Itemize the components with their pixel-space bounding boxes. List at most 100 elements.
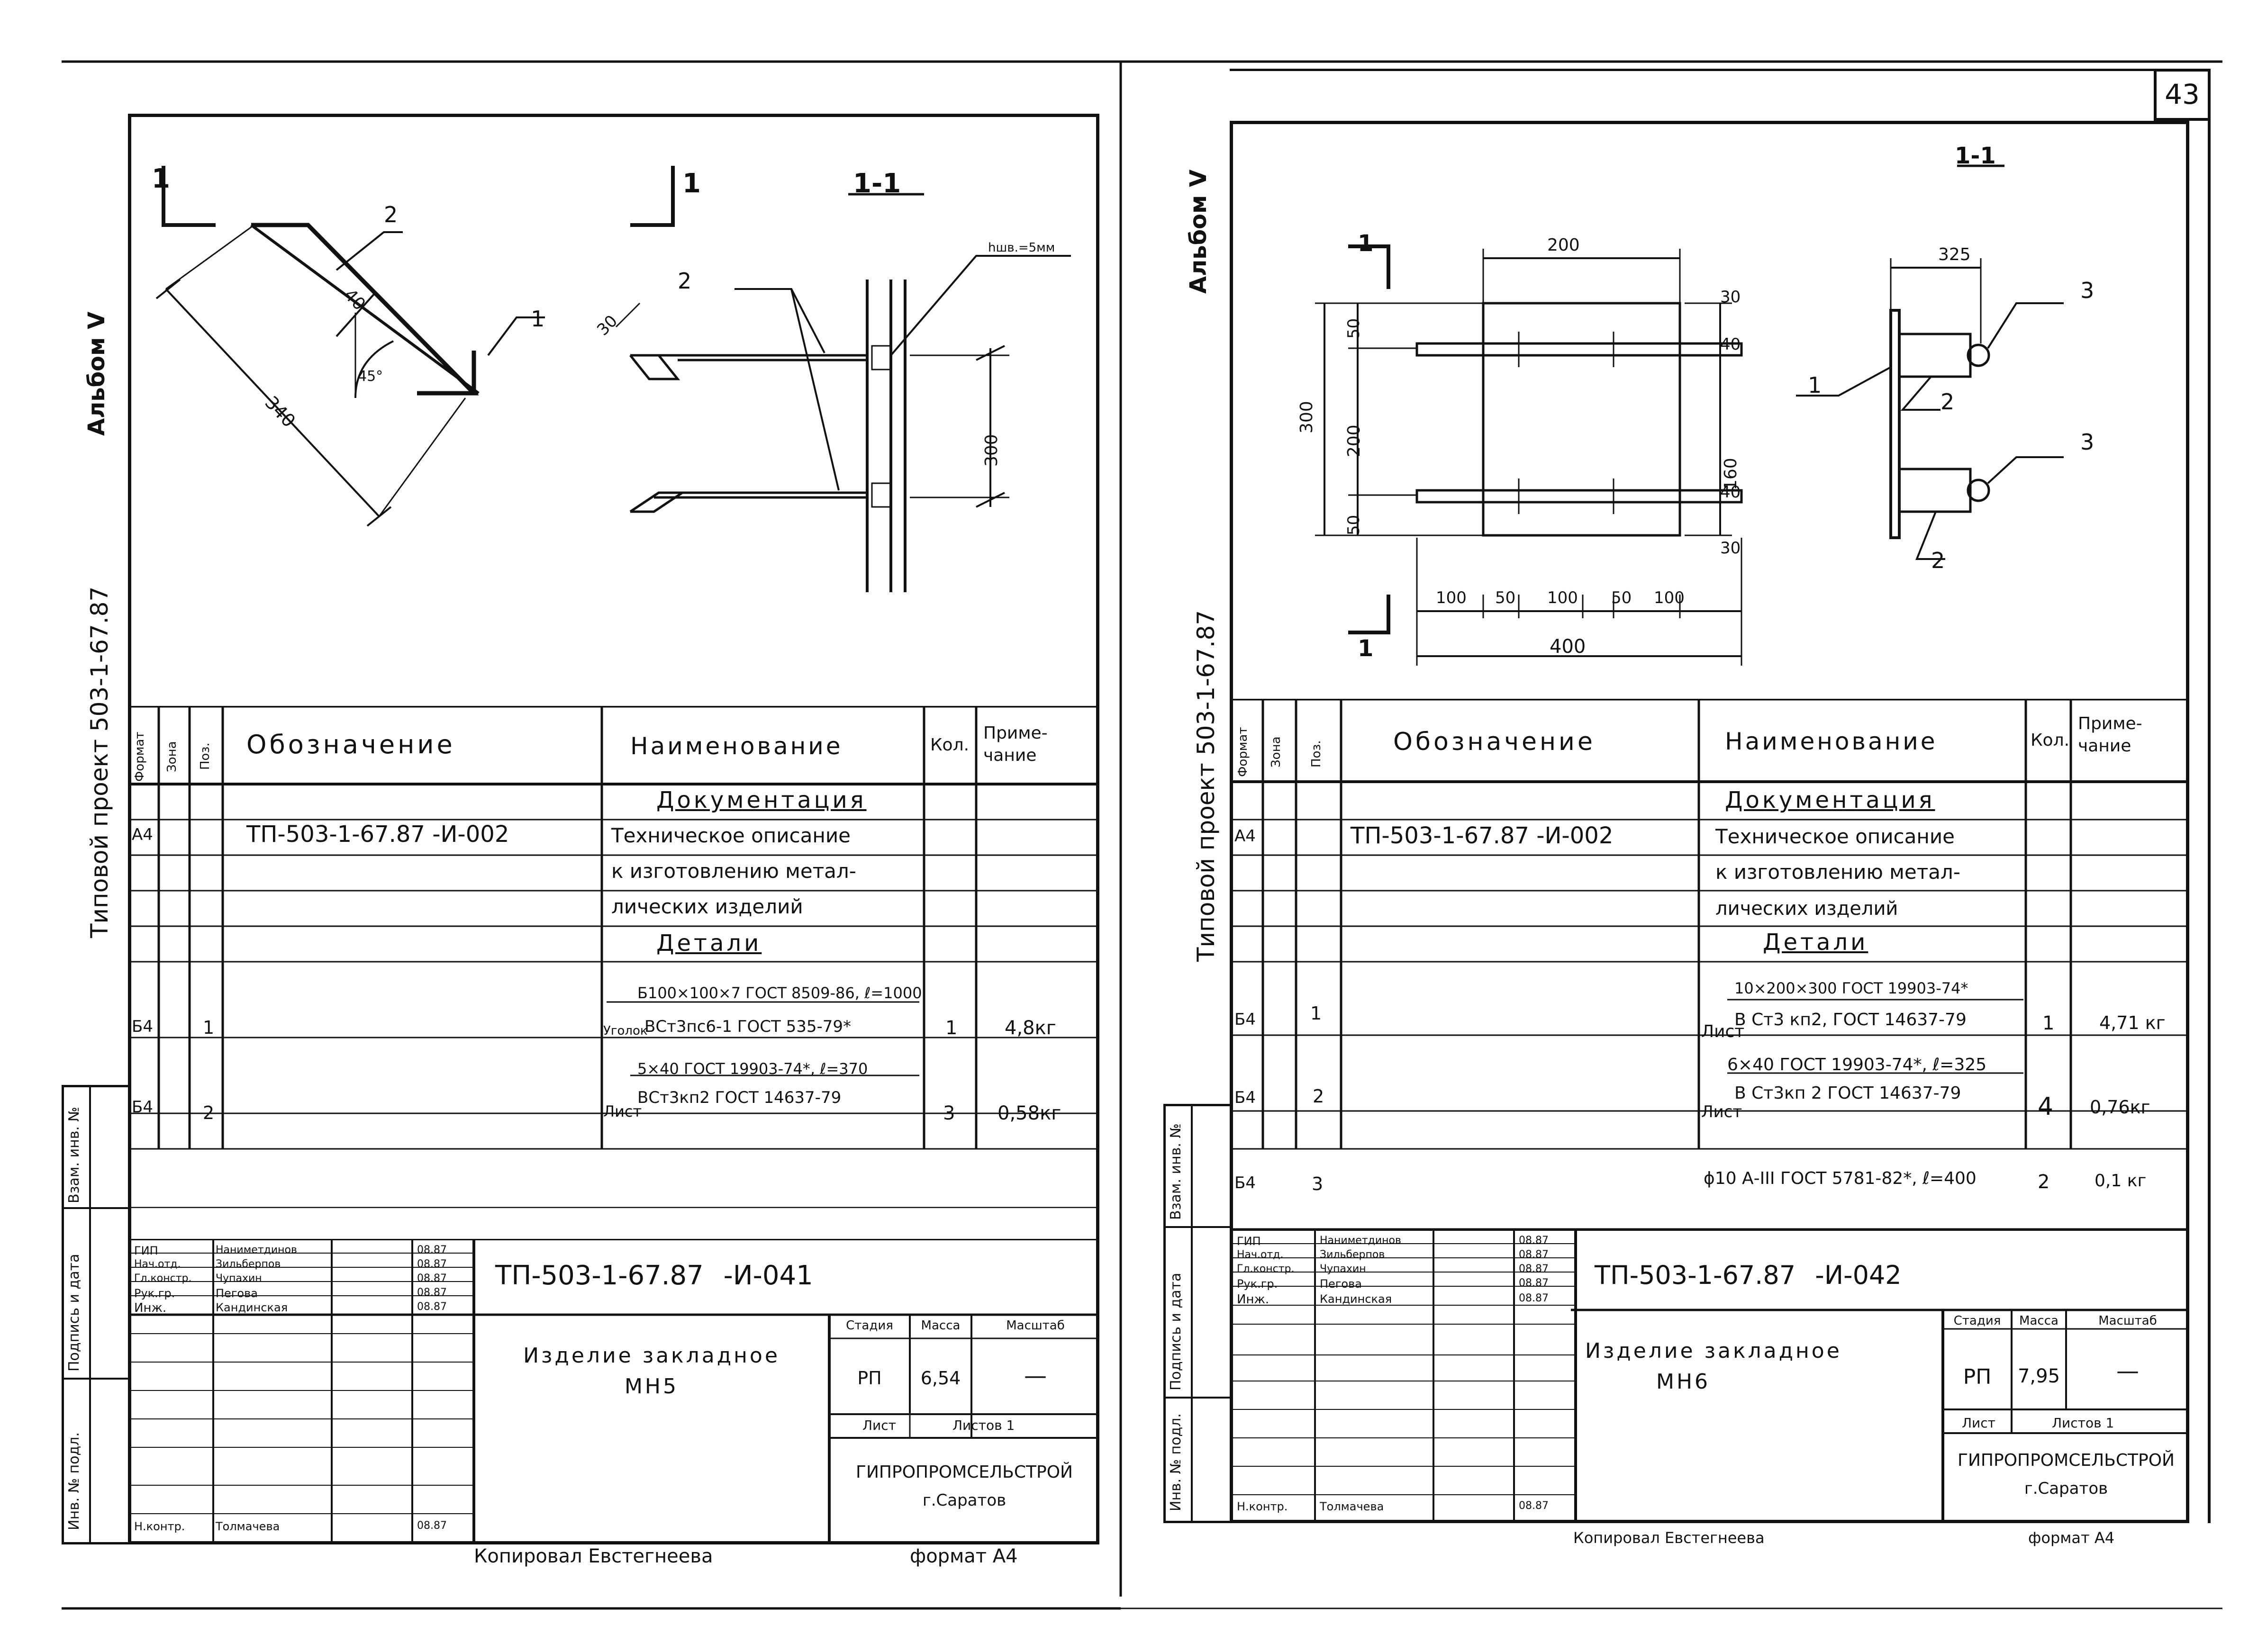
right-stamp-mass-label: Масса (2019, 1314, 2058, 1328)
right-stamp-date-6: 08.87 (1519, 1500, 1549, 1512)
right-h-designation: Обозначение (1393, 728, 1596, 756)
left-row2-prefix: Лист (603, 1102, 642, 1120)
left-drawing (155, 166, 1071, 592)
right-dim-40a: 40 (1720, 335, 1741, 354)
left-h-qty: Кол. (930, 735, 970, 755)
right-stamp-stage-label: Стадия (1953, 1314, 2001, 1328)
left-album-label: Альбом V (83, 311, 110, 436)
left-h-name: Наименование (630, 732, 843, 760)
left-stamp-name-6: Толмачева (216, 1520, 280, 1533)
left-side-label-1: Взам. инв. № (66, 1107, 82, 1203)
right-project-label: Типовой проект 503-1-67.87 (1192, 610, 1220, 962)
right-format: формат А4 (2028, 1529, 2115, 1547)
right-row1-note: 4,71 кг (2099, 1012, 2166, 1033)
left-row1-format: Б4 (132, 1017, 153, 1036)
left-stamp-title-1: Изделие закладное (523, 1344, 780, 1368)
left-stamp-scale-label: Масштаб (1006, 1318, 1065, 1333)
left-stamp-role-6: Н.контр. (134, 1520, 185, 1533)
right-stamp-name-2: Зильберпов (1320, 1249, 1385, 1261)
right-dim-50d: 50 (1611, 588, 1632, 607)
left-stamp-code: ТП-503-1-67.87 -И-041 (495, 1260, 813, 1291)
left-row2-format: Б4 (132, 1098, 153, 1117)
left-row1-prefix: Уголок (603, 1024, 648, 1038)
right-dim-30b: 30 (1720, 539, 1741, 558)
right-side-strip (1163, 1104, 1230, 1523)
right-row1-prefix: Лист (1701, 1022, 1745, 1041)
right-doc-name-3: лических изделий (1715, 898, 1898, 920)
right-stamp-city: г.Саратов (2024, 1479, 2108, 1498)
left-doc-name-1: Техническое описание (611, 824, 851, 847)
left-stamp-stage: РП (857, 1368, 882, 1389)
left-stamp-name-5: Кандинская (216, 1301, 288, 1314)
right-stamp-date-5: 08.87 (1519, 1292, 1549, 1304)
right-stamp-role-1: ГИП (1237, 1235, 1261, 1248)
right-stamp-title-2: МН6 (1656, 1370, 1711, 1394)
left-section-mark-1: 1 (152, 163, 170, 194)
right-copied: Копировал Евстегнеева (1573, 1529, 1765, 1547)
right-stamp-name-1: Наниметдинов (1320, 1235, 1401, 1246)
left-row1-pos: 1 (203, 1017, 215, 1038)
right-stamp-role-6: Н.контр. (1237, 1500, 1288, 1513)
left-dim-angle: 45° (358, 368, 383, 385)
left-stamp-org: ГИПРОПРОМСЕЛЬСТРОЙ (856, 1462, 1073, 1482)
right-dim-100c: 100 (1654, 588, 1685, 607)
right-row3-format: Б4 (1234, 1174, 1256, 1192)
left-row2-note: 0,58кг (997, 1102, 1061, 1124)
right-h-qty: Кол. (2031, 731, 2070, 750)
right-dim-30a: 30 (1720, 288, 1741, 307)
left-stamp-scale: — (1024, 1363, 1047, 1389)
left-stamp-title-2: МН5 (624, 1374, 679, 1399)
right-section-title: 1-1 (1955, 143, 1996, 169)
left-copied: Копировал Евстегнеева (474, 1545, 713, 1567)
left-stamp-role-3: Гл.констр. (134, 1273, 192, 1284)
left-stamp-sheets-label: Листов 1 (952, 1417, 1015, 1433)
left-stamp-role-2: Нач.отд. (134, 1258, 181, 1270)
right-side-label-3: Инв. № подл. (1168, 1413, 1184, 1511)
left-doc-name-2: к изготовлению метал- (611, 859, 856, 883)
left-stamp-mass: 6,54 (920, 1368, 961, 1389)
left-dim-hmm: hшв.=5мм (988, 241, 1055, 255)
left-spec-table-lines (128, 706, 1099, 1208)
left-stamp-name-4: Пегова (216, 1287, 258, 1300)
right-dim-50c: 50 (1495, 588, 1516, 607)
left-stamp-date-5: 08.87 (417, 1301, 447, 1313)
left-sheet-frame (128, 114, 1099, 1544)
right-dim-100a: 100 (1436, 588, 1467, 607)
right-side-label-2: Подпись и дата (1168, 1273, 1184, 1391)
left-parts-section: Детали (656, 930, 762, 957)
left-row1-note: 4,8кг (1005, 1017, 1056, 1039)
right-pos-2a: 2 (1941, 389, 1955, 415)
left-side-label-3: Инв. № подл. (66, 1432, 82, 1530)
right-h-format: Формат (1236, 727, 1250, 777)
right-stamp-name-5: Кандинская (1320, 1292, 1392, 1306)
left-side-label-2: Подпись и дата (66, 1254, 82, 1372)
right-row2-top: 6×40 ГОСТ 19903-74*, ℓ=325 (1727, 1055, 1987, 1074)
left-stamp-role-4: Рук.гр. (134, 1287, 175, 1300)
right-doc-designation: ТП-503-1-67.87 -И-002 (1351, 822, 1614, 849)
right-drawing (1315, 164, 2064, 666)
right-dim-50a: 50 (1344, 318, 1363, 339)
right-row2-note: 0,76кг (2090, 1097, 2150, 1118)
left-row2-pos: 2 (203, 1102, 215, 1123)
right-stamp-mass: 7,95 (2017, 1365, 2060, 1387)
right-parts-section: Детали (1763, 929, 1868, 956)
right-row3-top: ϕ10 А-III ГОСТ 5781-82*, ℓ=400 (1704, 1169, 1977, 1188)
left-pos-1: 1 (531, 306, 545, 332)
left-stamp-date-6: 08.87 (417, 1520, 447, 1532)
right-doc-section: Документация (1725, 787, 1935, 813)
left-row1-qty: 1 (945, 1017, 958, 1039)
right-h-pos: Поз. (1309, 740, 1324, 767)
left-title-block-lines (128, 1239, 1099, 1544)
left-project-label: Типовой проект 503-1-67.87 (86, 586, 113, 938)
left-row1-bottom: ВСт3пс6-1 ГОСТ 535-79* (644, 1017, 852, 1036)
left-pos-2b: 2 (678, 268, 692, 294)
left-row2-qty: 3 (943, 1102, 955, 1124)
left-stamp-sheet-label: Лист (862, 1417, 896, 1433)
left-stamp-city: г.Саратов (922, 1491, 1007, 1510)
right-stamp-date-3: 08.87 (1519, 1263, 1549, 1275)
right-dim-325: 325 (1938, 245, 1971, 264)
right-stamp-name-6: Толмачева (1320, 1500, 1384, 1513)
right-row3-pos: 3 (1312, 1174, 1324, 1194)
left-row2-bottom: ВСт3кп2 ГОСТ 14637-79 (637, 1088, 842, 1107)
